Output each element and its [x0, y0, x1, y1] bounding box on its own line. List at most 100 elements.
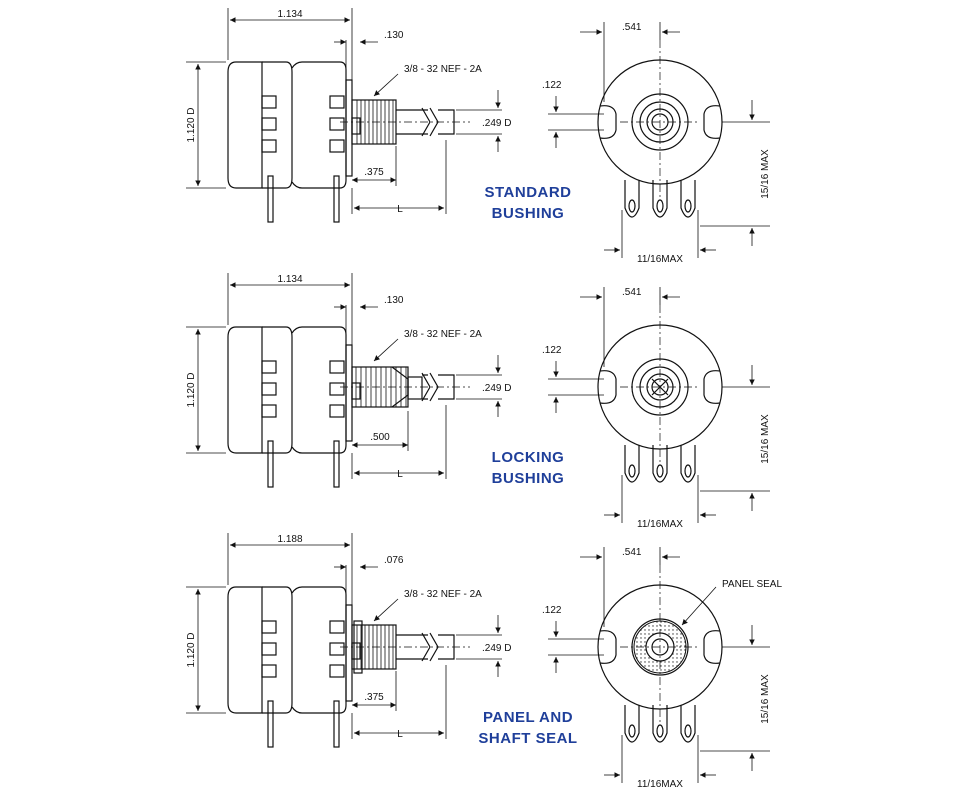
housing-notch-right: [703, 630, 721, 664]
body-rear-can: [227, 586, 263, 714]
dim-front-offset-label: .122: [542, 80, 562, 91]
dim-terminal-width-label: 11/16MAX: [637, 779, 683, 790]
mounting-plate: [345, 79, 353, 177]
dim-height-label: 1.120 D: [186, 632, 197, 667]
housing-notch-left: [599, 630, 617, 664]
thread-leader: [373, 338, 399, 362]
terminal-lug: [680, 445, 696, 483]
terminal-lug: [680, 705, 696, 743]
terminal-hole: [656, 464, 664, 478]
housing-notch-left: [599, 105, 617, 139]
housing-notch-right: [703, 105, 721, 139]
body-seam: [262, 586, 293, 714]
dim-front-height-label: 15/16 MAX: [760, 414, 771, 464]
housing-notch-left: [599, 370, 617, 404]
dim-front-width-label: .541: [622, 547, 642, 558]
variant-caption-line2: SHAFT SEAL: [478, 730, 577, 747]
terminal-lug: [680, 180, 696, 218]
body-slot: [329, 360, 345, 374]
dim-height-label: 1.120 D: [186, 372, 197, 407]
dim-height-label: 1.120 D: [186, 107, 197, 142]
mounting-plate: [345, 604, 353, 702]
body-rear-can: [227, 61, 263, 189]
body-slot: [329, 642, 345, 656]
thread-leader: [373, 73, 399, 97]
dim-bushing-length-label: .375: [364, 692, 384, 703]
body-slot: [261, 404, 277, 418]
dim-bushing-length-label: .375: [364, 167, 384, 178]
dim-flange-label: .130: [384, 30, 404, 41]
dim-front-height-label: 15/16 MAX: [760, 149, 771, 199]
dim-body-length-label: 1.134: [277, 9, 302, 20]
mounting-plate: [345, 344, 353, 442]
thread-callout-label: 3/8 - 32 NEF - 2A: [404, 64, 482, 75]
terminal-hole: [628, 199, 636, 213]
body-front-can: [291, 326, 347, 454]
terminal-hole: [628, 724, 636, 738]
body-slot: [329, 382, 345, 396]
dim-flange-label: .130: [384, 295, 404, 306]
body-rear-can: [227, 326, 263, 454]
anti-rotation-tab: [351, 642, 361, 660]
body-front-can: [291, 61, 347, 189]
body-seam: [262, 326, 293, 454]
body-slot: [261, 139, 277, 153]
anti-rotation-tab: [351, 117, 361, 135]
panel-seal-leader: [681, 586, 717, 626]
variant-caption-line1: STANDARD: [484, 184, 571, 201]
terminal-hole: [628, 464, 636, 478]
dim-shaft-dia-label: .249 D: [482, 643, 511, 654]
terminal-hole: [684, 724, 692, 738]
dim-front-height-label: 15/16 MAX: [760, 674, 771, 724]
dim-shaft-dia-label: .249 D: [482, 118, 511, 129]
dim-bushing-length-label: .500: [370, 432, 390, 443]
body-slot: [261, 360, 277, 374]
dim-shaft-length-label: L: [397, 729, 403, 740]
terminal-hole: [684, 464, 692, 478]
side-view: 1.134 .130 3/8 - 32 NEF - 2A 1.120 D .249 D.…: [186, 8, 511, 223]
terminal-hole: [684, 199, 692, 213]
dim-shaft-dia-label: .249 D: [482, 383, 511, 394]
body-slot: [329, 404, 345, 418]
body-slot: [261, 642, 277, 656]
dim-front-width-label: .541: [622, 22, 642, 33]
front-view: .541 .122 15/16 MAX 11/16MAX PANEL SEAL: [542, 547, 782, 790]
dim-front-offset-label: .122: [542, 345, 562, 356]
body-seam: [262, 61, 293, 189]
body-front-can: [291, 586, 347, 714]
dim-front-offset-label: .122: [542, 605, 562, 616]
variant-caption-line2: BUSHING: [492, 205, 565, 222]
dim-terminal-width-label: 11/16MAX: [637, 519, 683, 530]
variant-standard: 1.134 .130 3/8 - 32 NEF - 2A 1.120 D .249 D.…: [186, 8, 771, 265]
body-slot: [329, 117, 345, 131]
shaft-stub: [407, 376, 423, 400]
thread-callout-label: 3/8 - 32 NEF - 2A: [404, 589, 482, 600]
body-slot: [261, 382, 277, 396]
variant-caption-line1: PANEL AND: [483, 709, 573, 726]
dim-shaft-length-label: L: [397, 204, 403, 215]
terminal-lug: [652, 180, 668, 218]
terminal-pin: [267, 700, 274, 748]
terminal-lug: [624, 445, 640, 483]
terminal-lug: [652, 445, 668, 483]
body-slot: [329, 95, 345, 109]
panel-seal-label: PANEL SEAL: [722, 579, 782, 590]
housing-notch-right: [703, 370, 721, 404]
body-slot: [329, 620, 345, 634]
terminal-lug: [624, 705, 640, 743]
terminal-pin: [333, 440, 340, 488]
terminal-pin: [333, 175, 340, 223]
variant-caption-line1: LOCKING: [492, 449, 565, 466]
body-slot: [261, 117, 277, 131]
thread-leader: [373, 598, 399, 622]
dim-body-length-label: 1.188: [277, 534, 302, 545]
terminal-hole: [656, 199, 664, 213]
